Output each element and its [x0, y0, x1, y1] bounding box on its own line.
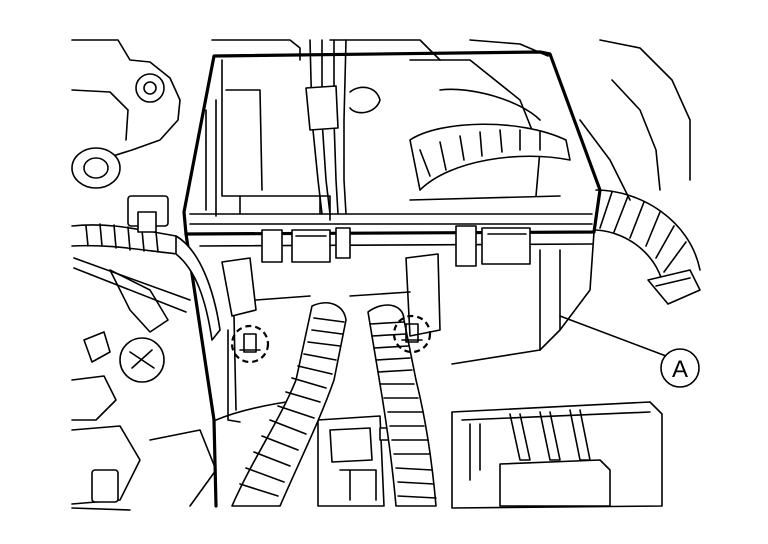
wire-harnesses — [175, 235, 437, 507]
callout-a-leader-line — [559, 315, 667, 357]
callout-a: A — [559, 315, 700, 388]
fuse-box-housing — [182, 39, 602, 508]
clip-location-markers — [230, 314, 432, 364]
clip-marker-left — [230, 324, 270, 364]
callout-a-label: A — [672, 356, 688, 383]
callout-a-circle — [660, 348, 700, 388]
clip-marker-right — [392, 314, 432, 354]
engine-bay-background — [71, 39, 701, 511]
housing-latches — [261, 225, 531, 267]
